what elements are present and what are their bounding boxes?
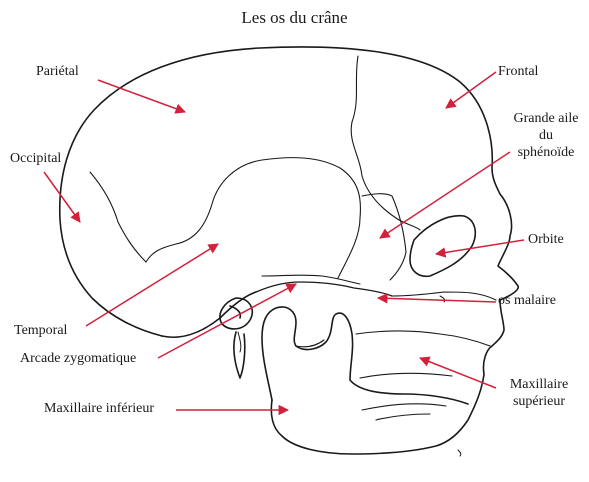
- arrow-parietal: [98, 80, 185, 112]
- label-frontal: Frontal: [498, 63, 538, 80]
- arrow-arcade: [158, 284, 296, 358]
- arrow-temporal: [86, 244, 218, 326]
- orbit-outline: [410, 216, 475, 277]
- label-maxillaire-inferieur: Maxillaire inférieur: [44, 400, 154, 417]
- lambdoid-suture: [90, 172, 146, 262]
- arrow-grande-aile: [380, 152, 510, 238]
- mandible-outline: [262, 307, 468, 404]
- skull-outline: [60, 47, 519, 454]
- label-maxillaire-superieur-line2: supérieur: [496, 393, 582, 410]
- arrow-orbite: [436, 240, 524, 254]
- label-maxillaire-superieur-line1: Maxillaire: [496, 376, 582, 393]
- arrow-os-malaire: [378, 298, 496, 302]
- coronal-suture: [351, 56, 420, 230]
- label-temporal: Temporal: [14, 322, 67, 339]
- sphenoid-border: [362, 194, 406, 280]
- label-grande-aile-line1: Grande aile: [506, 110, 586, 127]
- label-occipital: Occipital: [10, 150, 61, 167]
- label-arcade-zygomatique: Arcade zygomatique: [20, 350, 136, 367]
- diagram-title: Les os du crâne: [0, 8, 589, 28]
- label-orbite: Orbite: [528, 231, 564, 248]
- label-maxillaire-superieur: Maxillaire supérieur: [496, 376, 582, 410]
- label-parietal: Pariétal: [36, 63, 79, 80]
- label-grande-aile: Grande aile du sphénoïde: [506, 110, 586, 161]
- squamosal-suture: [146, 158, 360, 278]
- label-grande-aile-line3: sphénoïde: [506, 144, 586, 161]
- label-os-malaire: os malaire: [498, 292, 556, 309]
- label-grande-aile-line2: du: [506, 127, 586, 144]
